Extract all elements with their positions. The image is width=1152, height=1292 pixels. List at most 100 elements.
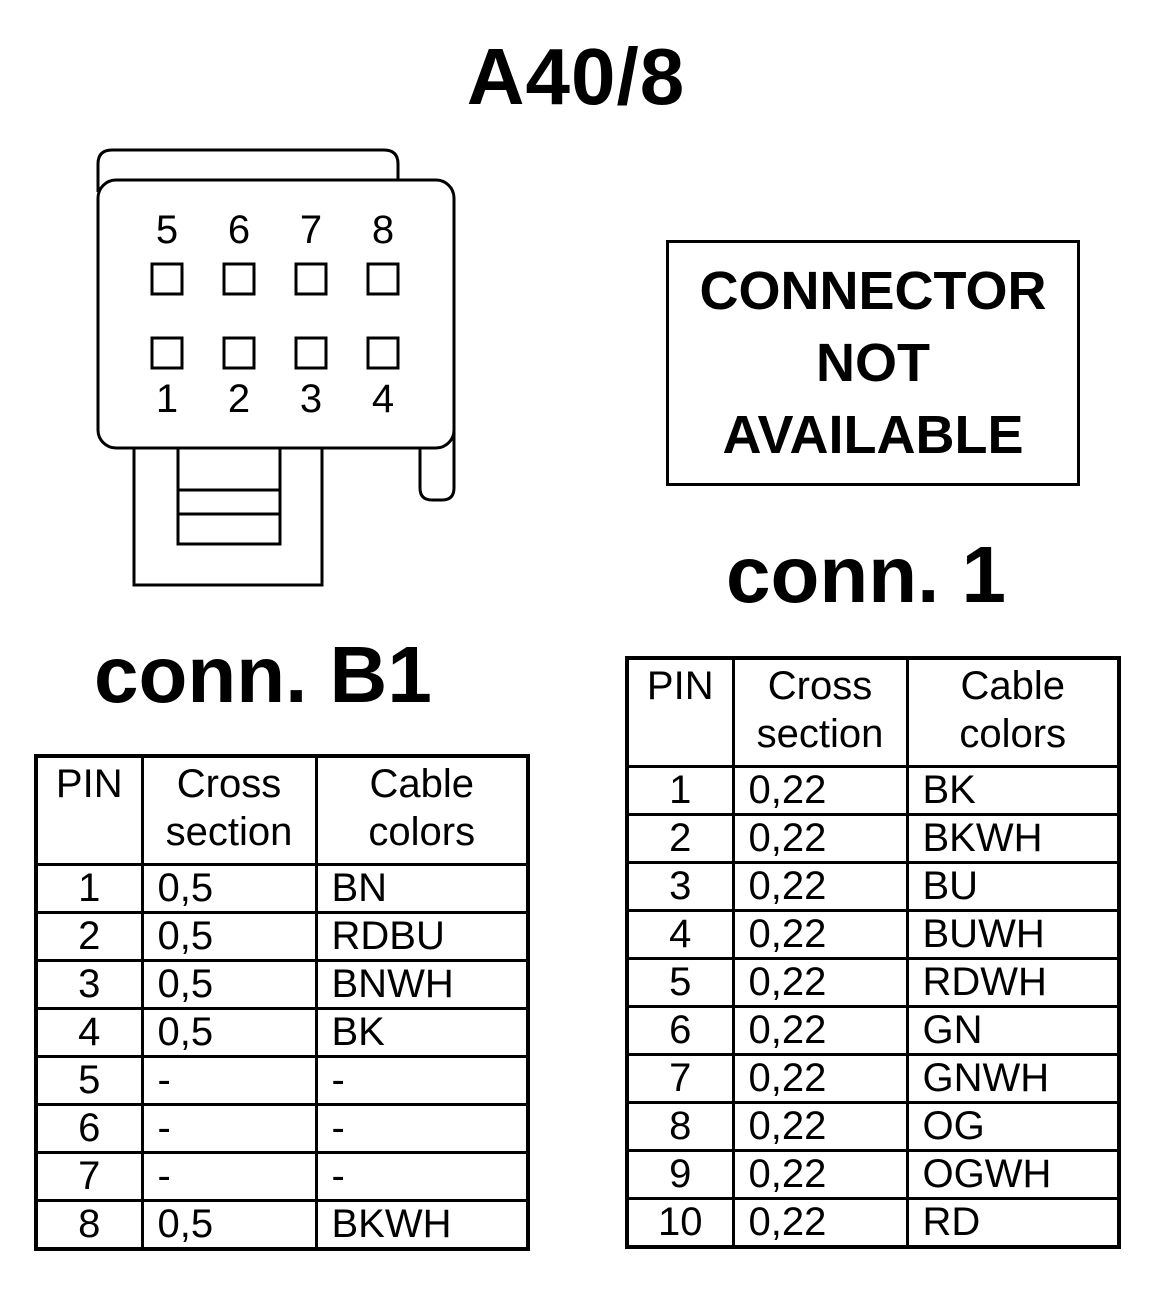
cross-section-cell: 0,5: [140, 958, 318, 1010]
pin-cell: 3: [34, 958, 144, 1010]
pin-number: 3: [300, 377, 322, 421]
cross-section-cell: 0,22: [731, 956, 909, 1008]
cross-section-cell: -: [140, 1054, 318, 1106]
header-line: section: [756, 712, 884, 756]
cable-color-cell: -: [314, 1150, 530, 1202]
cross-section-cell: 0,22: [731, 1196, 909, 1248]
header-cross-section: Cross section: [140, 754, 318, 866]
pin-number: 6: [228, 208, 250, 252]
pin-square-7: [294, 262, 328, 296]
pin-cell: 5: [625, 956, 735, 1008]
cross-section-cell: 0,22: [731, 1004, 909, 1056]
pin-cell: 5: [34, 1054, 144, 1106]
cable-color-cell: BKWH: [905, 812, 1121, 864]
pin-number: 4: [372, 377, 394, 421]
header-pin: PIN: [34, 754, 144, 866]
pin-cell: 6: [34, 1102, 144, 1154]
cross-section-cell: 0,22: [731, 1100, 909, 1152]
header-cable-colors: Cable colors: [314, 754, 530, 866]
cable-color-cell: -: [314, 1102, 530, 1154]
pin-cell: 2: [625, 812, 735, 864]
connector-latch: [418, 430, 456, 502]
connector-rear-shell: [96, 148, 400, 192]
connector-body: [96, 178, 456, 450]
pin-square-6: [222, 262, 256, 296]
cable-color-cell: RDWH: [905, 956, 1121, 1008]
pin-cell: 7: [34, 1150, 144, 1202]
pin-number: 5: [156, 208, 178, 252]
not-available-line: CONNECTOR: [699, 261, 1047, 321]
connector-housing: [132, 448, 324, 587]
not-available-line: AVAILABLE: [722, 405, 1024, 465]
header-line: Cross: [176, 762, 282, 806]
cable-color-cell: GN: [905, 1004, 1121, 1056]
pin-square-3: [294, 336, 328, 370]
pin-cell: 4: [34, 1006, 144, 1058]
table-row: 5--: [34, 1054, 530, 1106]
pin-cell: 8: [625, 1100, 735, 1152]
header-pin: PIN: [625, 656, 735, 768]
pin-cell: 3: [625, 860, 735, 912]
pin-number: 1: [156, 377, 178, 421]
header-line: Cross: [767, 664, 873, 708]
cable-color-cell: BUWH: [905, 908, 1121, 960]
connector-b1-heading: conn. B1: [94, 630, 432, 719]
cross-section-cell: 0,5: [140, 1006, 318, 1058]
header-line: colors: [368, 810, 476, 854]
cross-section-cell: 0,22: [731, 1052, 909, 1104]
header-line: Cable: [960, 664, 1065, 708]
pin-cell: 9: [625, 1148, 735, 1200]
pin-number: 7: [300, 208, 322, 252]
pin-square-8: [366, 262, 400, 296]
pin-cell: 6: [625, 1004, 735, 1056]
cross-section-cell: -: [140, 1150, 318, 1202]
not-available-line: NOT: [816, 333, 930, 393]
diagram-title: A40/8: [466, 32, 686, 121]
cross-section-cell: 0,22: [731, 860, 909, 912]
header-cable-colors: Cable colors: [905, 656, 1121, 768]
cable-color-cell: RD: [905, 1196, 1121, 1248]
pin-square-5: [150, 262, 184, 296]
cable-color-cell: BU: [905, 860, 1121, 912]
pin-square-2: [222, 336, 256, 370]
pin-number: 2: [228, 377, 250, 421]
connector-inner-slot: [176, 448, 282, 546]
pin-cell: 8: [34, 1198, 144, 1250]
connector-drawing: 5 6 7 8 1 2 3 4: [96, 148, 456, 587]
cross-section-cell: -: [140, 1102, 318, 1154]
header-line: section: [165, 810, 293, 854]
cable-color-cell: BK: [314, 1006, 530, 1058]
pin-cell: 2: [34, 910, 144, 962]
pin-cell: 4: [625, 908, 735, 960]
pin-cell: 1: [34, 862, 144, 914]
table-row: 6--: [34, 1102, 530, 1154]
cable-color-cell: BNWH: [314, 958, 530, 1010]
pin-square-4: [366, 336, 400, 370]
cross-section-cell: 0,22: [731, 812, 909, 864]
cable-color-cell: BK: [905, 764, 1121, 816]
header-line: colors: [959, 712, 1067, 756]
connector-1-heading: conn. 1: [726, 530, 1007, 619]
connector-not-available-box: CONNECTOR NOT AVAILABLE: [666, 240, 1080, 486]
pin-cell: 1: [625, 764, 735, 816]
pin-number: 8: [372, 208, 394, 252]
pin-square-1: [150, 336, 184, 370]
cross-section-cell: 0,5: [140, 1198, 318, 1250]
cross-section-cell: 0,22: [731, 908, 909, 960]
cross-section-cell: 0,22: [731, 764, 909, 816]
